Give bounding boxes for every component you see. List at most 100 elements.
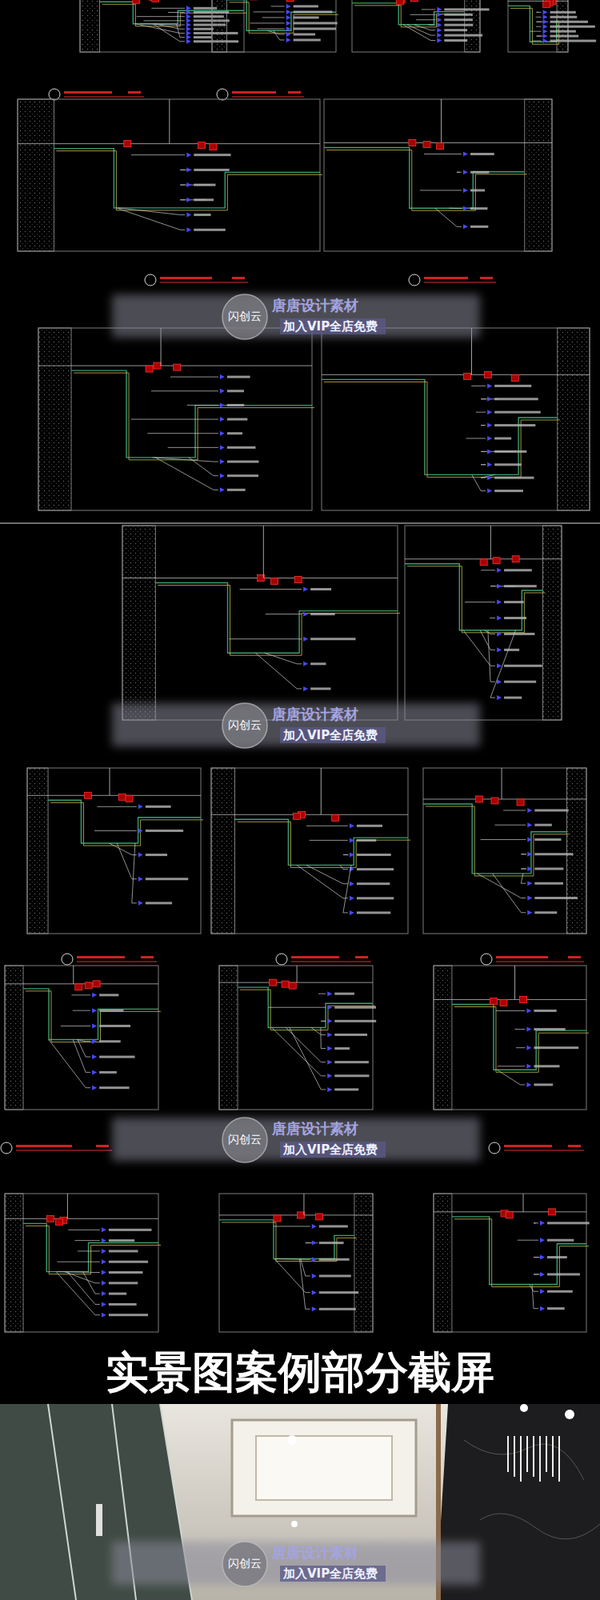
leader-line <box>71 994 91 996</box>
title-rule <box>76 961 157 963</box>
wall-hatch <box>38 328 72 511</box>
watermark-text: 闪创云 <box>228 719 262 732</box>
note-marker <box>487 423 492 428</box>
title-rule <box>424 282 496 284</box>
note-marker <box>543 14 548 20</box>
note-marker <box>186 167 192 172</box>
leader-line <box>155 457 219 491</box>
note-marker <box>436 17 442 23</box>
logo-disc <box>222 1117 268 1163</box>
note-glyphs <box>334 992 355 996</box>
hanger-rod <box>67 1193 68 1219</box>
note-marker <box>186 197 192 203</box>
section-title <box>61 953 157 965</box>
leader-line <box>151 8 185 9</box>
note-marker <box>312 1306 317 1312</box>
leader-line <box>67 1272 100 1305</box>
hanger-block <box>288 982 296 989</box>
down-light <box>287 1435 297 1445</box>
leader-line <box>60 1025 91 1027</box>
note-glyphs <box>356 839 376 842</box>
leader-line <box>68 1229 100 1231</box>
watermark <box>112 1541 480 1587</box>
note-marker <box>327 1032 332 1037</box>
note-glyphs <box>108 1292 127 1296</box>
note-glyphs <box>193 28 214 31</box>
chandelier-crystal <box>520 1436 522 1482</box>
note-glyphs <box>145 829 184 832</box>
title-rule <box>16 1150 112 1152</box>
section-title <box>276 953 372 965</box>
note-glyphs <box>227 488 246 492</box>
title-glyphs <box>291 956 340 959</box>
note-glyphs <box>494 450 527 453</box>
note-glyphs <box>534 867 564 870</box>
note-glyphs <box>550 35 580 38</box>
note-marker <box>303 661 308 667</box>
note-marker <box>186 39 192 44</box>
scale-glyphs <box>568 956 581 959</box>
hanger-rod <box>296 965 298 983</box>
note-glyphs <box>356 896 394 900</box>
slab-line <box>219 1214 373 1216</box>
note-marker <box>540 1288 545 1294</box>
section-title <box>0 1142 112 1154</box>
leader-line <box>529 1284 539 1292</box>
ceiling-tray-inner <box>256 1436 392 1500</box>
note-marker <box>527 866 532 872</box>
note-marker <box>92 1039 97 1044</box>
note-glyphs <box>547 1256 568 1259</box>
leader-line <box>83 1272 100 1294</box>
slab-line <box>17 143 320 144</box>
slab-line <box>211 814 408 816</box>
hanger-block <box>480 559 488 566</box>
ceiling-tray <box>232 1420 416 1516</box>
leader-line <box>76 1040 91 1042</box>
chandelier-crystal <box>513 1436 516 1477</box>
note-marker <box>540 1220 545 1226</box>
note-glyphs <box>310 612 336 616</box>
leader-line <box>168 12 185 13</box>
note-marker <box>138 828 144 833</box>
note-marker <box>487 436 492 441</box>
hanger-block <box>512 556 520 563</box>
hanger-block <box>75 984 83 991</box>
title-glyphs <box>232 91 276 94</box>
note-marker <box>496 679 502 684</box>
sheet-divider <box>0 522 600 524</box>
note-glyphs <box>334 1047 350 1050</box>
hanger-block <box>294 576 302 584</box>
leader-line <box>480 630 496 651</box>
title-rule <box>504 1150 584 1152</box>
detail-section <box>212 0 339 52</box>
index-bubble <box>408 274 420 286</box>
leader-line <box>496 1010 525 1012</box>
detail-section <box>80 0 247 52</box>
hanger-block <box>408 140 416 147</box>
board-profile <box>48 800 201 844</box>
note-glyphs <box>334 1060 369 1064</box>
finish-line <box>425 806 570 876</box>
watermark-text: 加入VIP全店免费 <box>283 728 378 743</box>
note-marker <box>327 991 332 996</box>
note-glyphs <box>356 853 392 856</box>
note-marker <box>312 1290 317 1296</box>
finish-line <box>237 821 411 868</box>
leader-line <box>74 1240 100 1241</box>
hanger-rod <box>543 0 544 1</box>
slab-line <box>423 798 587 800</box>
note-glyphs <box>310 662 326 665</box>
hanger-block <box>500 999 508 1006</box>
section-frame <box>38 328 312 511</box>
note-marker <box>349 852 355 857</box>
board-profile <box>452 1004 587 1070</box>
scale-glyphs <box>128 91 141 94</box>
note-glyphs <box>334 1074 369 1077</box>
wall-hatch <box>4 965 24 1110</box>
leader-line <box>495 824 527 826</box>
note-marker <box>286 32 292 37</box>
note-marker <box>436 28 442 33</box>
title-rule <box>291 961 372 963</box>
hanger-rod <box>303 1193 304 1216</box>
leader-line <box>48 1040 91 1088</box>
